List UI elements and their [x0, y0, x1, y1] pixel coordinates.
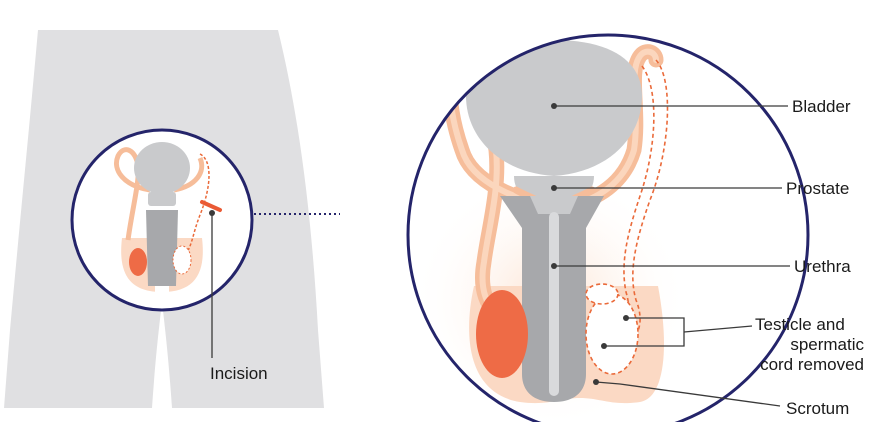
testicle-label-line3: cord removed [760, 355, 864, 374]
testicle-label-line1: Testicle and [755, 315, 845, 334]
small-bladder [134, 142, 190, 194]
penis-head [530, 196, 578, 214]
urethra-channel [549, 212, 559, 396]
bladder-label: Bladder [792, 97, 851, 116]
small-prostate [148, 192, 176, 206]
urethra-label: Urethra [794, 257, 851, 276]
scrotum-label: Scrotum [786, 399, 849, 418]
testicle-left [476, 290, 528, 378]
testicle-label-line2: spermatic [790, 335, 864, 354]
small-penis [146, 210, 178, 286]
small-testicle-removed [173, 246, 191, 274]
prostate-label: Prostate [786, 179, 849, 198]
testicle-removed [586, 294, 638, 374]
small-testicle [129, 248, 147, 276]
epididymis-removed [586, 284, 618, 304]
incision-label: Incision [210, 364, 268, 383]
small-penis-tip [155, 286, 169, 300]
